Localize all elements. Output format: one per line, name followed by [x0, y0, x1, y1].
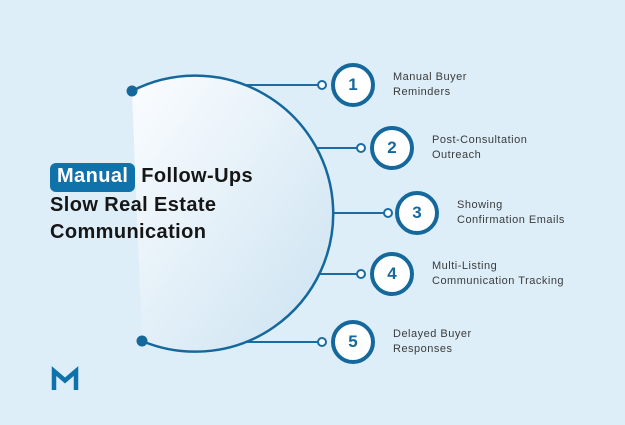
step-label-4-line1: Multi-Listing [432, 260, 498, 272]
step-circle-5: 5 [331, 320, 375, 364]
step-label-4: Multi-Listing Communication Tracking [432, 259, 564, 289]
step-label-2-line1: Post-Consultation [432, 134, 528, 146]
connector-node-2 [356, 143, 366, 153]
step-label-1: Manual Buyer Reminders [393, 70, 467, 100]
step-label-3: Showing Confirmation Emails [457, 198, 565, 228]
step-circle-3: 3 [395, 191, 439, 235]
step-number-3: 3 [412, 203, 422, 222]
step-circle-1: 1 [331, 63, 375, 107]
title-line-2: Slow Real Estate [50, 194, 217, 216]
step-label-3-line1: Showing [457, 199, 503, 211]
step-number-5: 5 [348, 332, 358, 351]
semicircle-arc [131, 74, 335, 353]
step-label-5: Delayed Buyer Responses [393, 327, 472, 357]
connector-node-1 [317, 80, 327, 90]
arc-end-dot-top [126, 85, 138, 97]
connector-node-5 [317, 337, 327, 347]
arc-end-dot-bottom [136, 335, 148, 347]
title-line-3: Communication [50, 221, 207, 243]
title-line-1-text: Follow-Ups [141, 165, 254, 187]
step-label-2: Post-Consultation Outreach [432, 133, 527, 163]
title-highlight-badge: Manual [50, 163, 136, 192]
step-number-4: 4 [387, 264, 397, 283]
step-label-2-line2: Outreach [432, 149, 482, 161]
step-label-5-line2: Responses [393, 343, 453, 355]
step-circle-4: 4 [370, 252, 414, 296]
connector-node-3 [383, 208, 393, 218]
connector-node-4 [356, 269, 366, 279]
step-label-3-line2: Confirmation Emails [457, 214, 565, 226]
step-label-1-line2: Reminders [393, 86, 451, 98]
m-envelope-logo-icon [51, 366, 79, 390]
semicircle-fill [132, 75, 334, 352]
step-circle-2: 2 [370, 126, 414, 170]
step-number-2: 2 [387, 138, 397, 157]
step-label-4-line2: Communication Tracking [432, 275, 565, 287]
step-number-1: 1 [348, 75, 358, 94]
step-label-5-line1: Delayed Buyer [393, 328, 472, 340]
step-label-1-line1: Manual Buyer [393, 71, 467, 83]
